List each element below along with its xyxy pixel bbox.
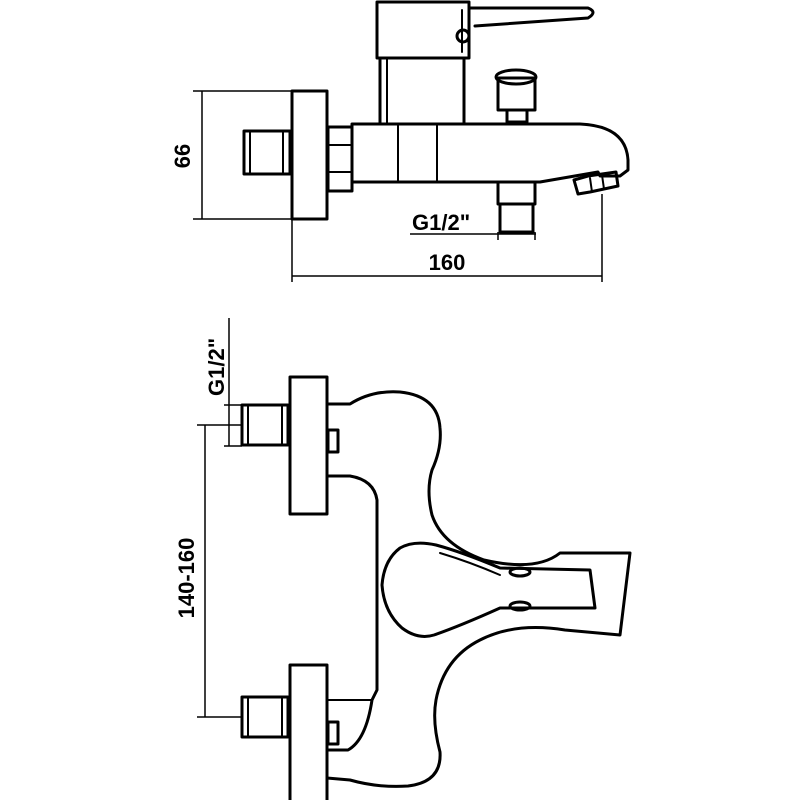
top-bottom-outlet: [496, 180, 537, 234]
top-main-body-spout: [350, 122, 630, 184]
top-wall-flange: [290, 89, 329, 221]
front-upper-flange: [288, 375, 329, 516]
dimension-thread-front: G1/2": [204, 318, 242, 447]
length-label: 160: [429, 250, 466, 275]
top-aerator: [572, 170, 620, 196]
top-hex-nut: [326, 125, 354, 193]
dimension-thread-top: G1/2": [410, 210, 536, 240]
spacing-label: 140-160: [174, 538, 199, 619]
thread-front-label: G1/2": [204, 338, 229, 396]
dimension-spacing: 140-160: [174, 424, 242, 718]
front-lever-handle: [380, 541, 597, 638]
top-connector-nut: [242, 129, 292, 176]
front-lower-flange: [288, 663, 329, 800]
top-diverter-knob: [494, 68, 538, 124]
front-main-body: [325, 390, 632, 788]
dimension-height: 66: [170, 90, 292, 220]
dimension-length: 160: [291, 194, 603, 282]
top-lever-handle: [375, 0, 595, 60]
top-cartridge-body: [378, 56, 466, 126]
thread-top-label: G1/2": [412, 210, 470, 235]
height-label: 66: [170, 144, 195, 168]
top-view: 66 G1/2" 160: [170, 0, 630, 282]
front-view: G1/2" 140-160: [174, 318, 632, 800]
